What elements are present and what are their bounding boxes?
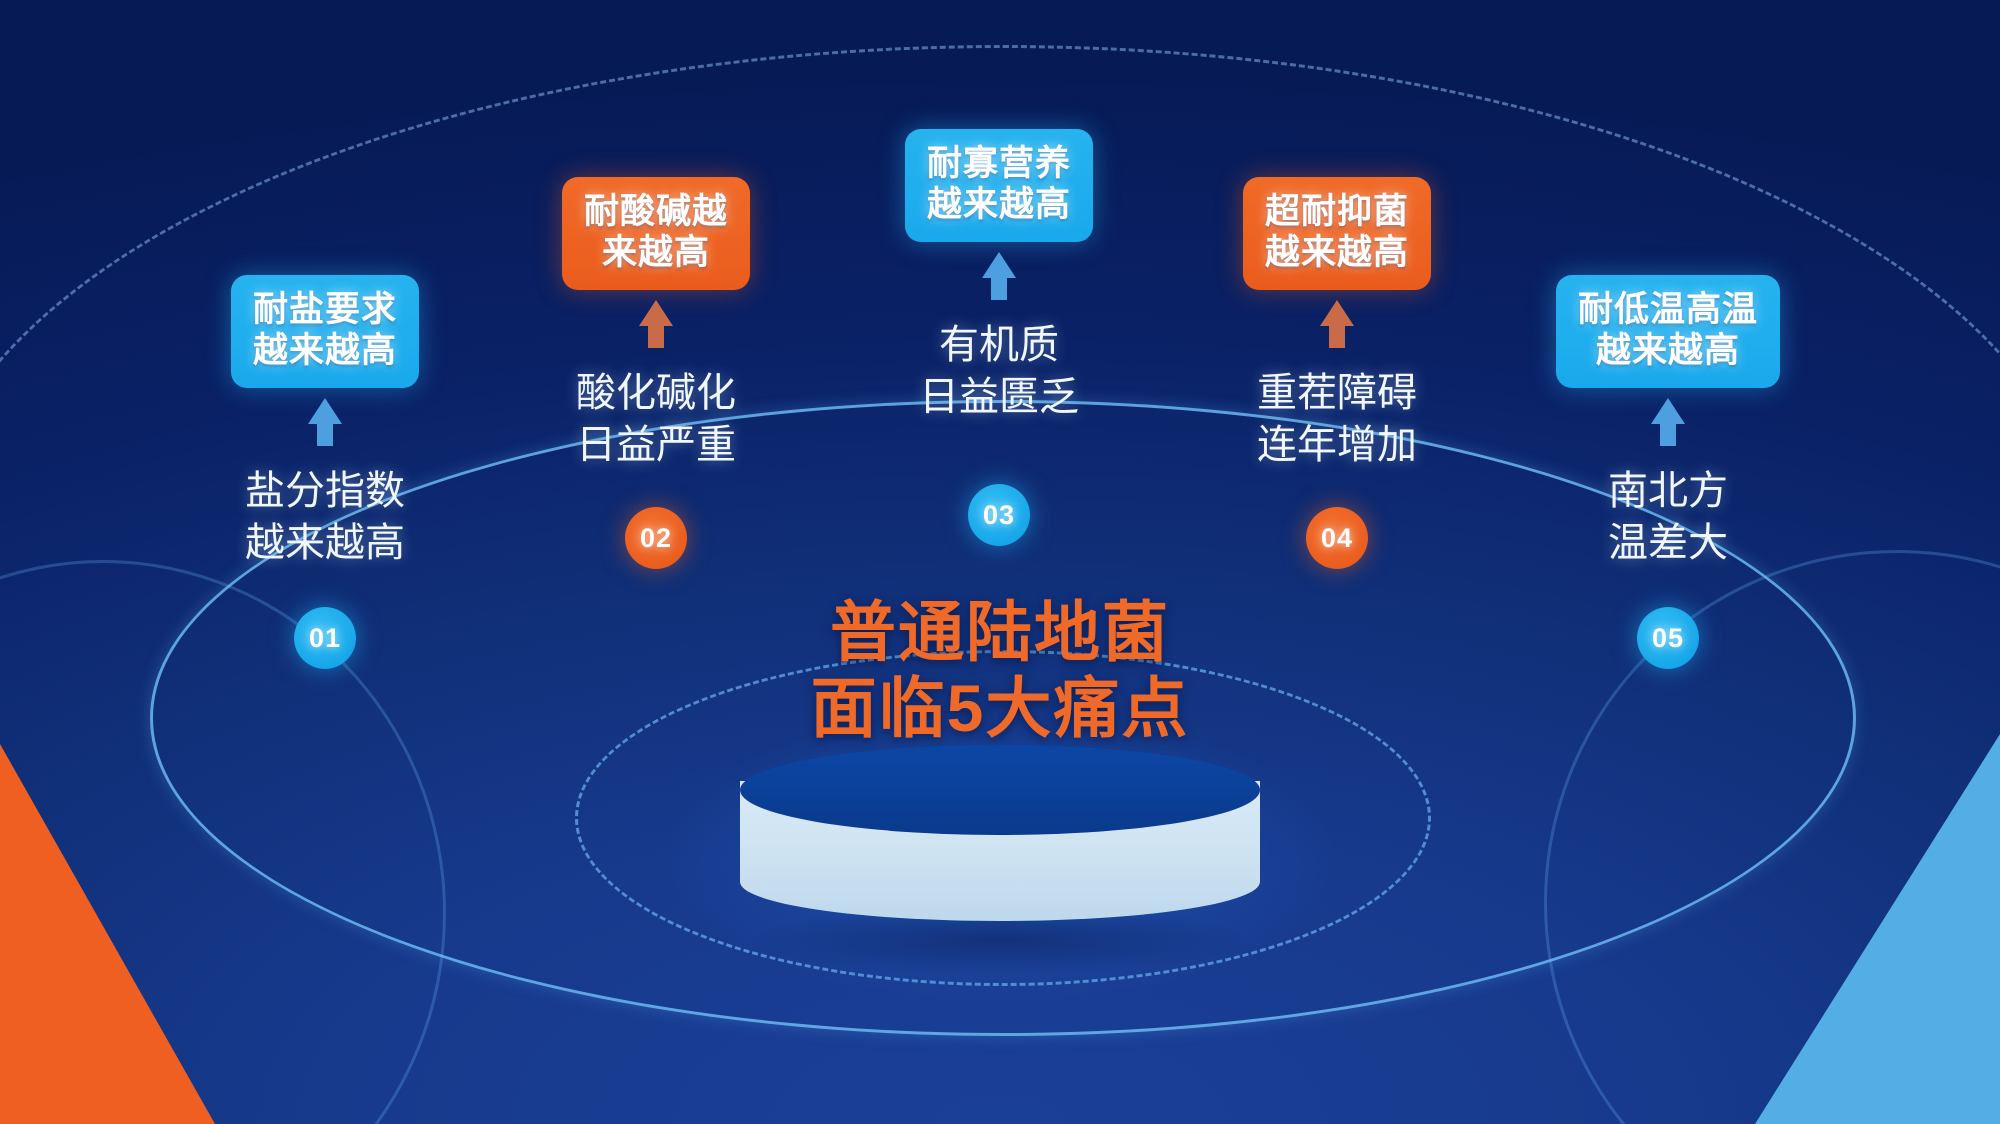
pain-point-02-caption: 酸化碱化 日益严重 (576, 367, 736, 471)
corner-wedge-right (1755, 734, 2000, 1124)
pain-point-05-caption-line-2: 温差大 (1608, 521, 1728, 565)
pain-point-04-badge-line-2: 越来越高 (1264, 233, 1410, 273)
pain-point-03-badge-line-2: 越来越高 (926, 185, 1072, 225)
pain-point-02-badge[interactable]: 耐酸碱越 来越高 (561, 177, 751, 290)
pain-point-02-number-badge[interactable]: 02 (625, 507, 687, 569)
pain-point-01-badge-line-2: 越来越高 (252, 331, 398, 371)
pain-point-02-arrow-up-icon (639, 300, 673, 348)
pain-point-05-number-badge[interactable]: 05 (1637, 607, 1699, 669)
pain-point-03-badge-line-1: 耐寡营养 (926, 144, 1072, 183)
pain-point-02-number: 02 (639, 522, 673, 553)
pain-point-03-number-badge[interactable]: 03 (968, 484, 1030, 546)
pain-point-05-caption-line-1: 南北方 (1608, 469, 1728, 513)
pain-point-03-caption: 有机质 日益匮乏 (919, 319, 1079, 423)
center-title-line-2: 面临5大痛点 (810, 670, 1190, 745)
pain-point-01-caption-line-1: 盐分指数 (245, 469, 405, 513)
pain-point-05-badge[interactable]: 耐低温高温 越来越高 (1555, 275, 1781, 388)
pain-point-01-number-badge[interactable]: 01 (294, 607, 356, 669)
podium-cylinder-top (740, 745, 1260, 835)
pain-point-03-caption-line-1: 有机质 (939, 323, 1059, 367)
pain-point-01-arrow-up-icon (308, 398, 342, 446)
pain-point-05-badge-line-1: 耐低温高温 (1577, 290, 1759, 329)
pain-point-03-arrow-up-icon (982, 252, 1016, 300)
pain-point-05-arrow-up-icon (1651, 398, 1685, 446)
pain-point-04-badge-line-1: 超耐抑菌 (1264, 192, 1410, 231)
page-title: 普通陆地菌 面临5大痛点 (811, 595, 1190, 747)
pain-point-01-badge-line-1: 耐盐要求 (252, 290, 398, 329)
pain-point-04-caption: 重茬障碍 连年增加 (1257, 367, 1417, 471)
podium-platform (660, 705, 1340, 1005)
pain-point-01-caption: 盐分指数 越来越高 (245, 465, 405, 569)
pain-point-04-badge[interactable]: 超耐抑菌 越来越高 (1242, 177, 1432, 290)
pain-point-04-number-badge[interactable]: 04 (1306, 507, 1368, 569)
pain-point-03-badge[interactable]: 耐寡营养 越来越高 (904, 129, 1094, 242)
pain-point-04-number: 04 (1320, 522, 1354, 553)
pain-point-03-number: 03 (982, 499, 1016, 530)
pain-point-02-caption-line-2: 日益严重 (576, 423, 736, 467)
pain-point-04-caption-line-2: 连年增加 (1257, 423, 1417, 467)
center-title-line-1: 普通陆地菌 (830, 595, 1170, 669)
pain-point-03-caption-line-2: 日益匮乏 (919, 375, 1079, 419)
pain-point-05-badge-line-2: 越来越高 (1595, 331, 1741, 371)
pain-point-05-caption: 南北方 温差大 (1608, 465, 1728, 569)
pain-point-04-caption-line-1: 重茬障碍 (1257, 371, 1417, 415)
pain-point-01-caption-line-2: 越来越高 (245, 521, 405, 565)
pain-point-02-caption-line-1: 酸化碱化 (576, 371, 736, 415)
corner-wedge-left (0, 744, 215, 1124)
pain-point-05-number: 05 (1651, 622, 1685, 653)
pain-point-04-arrow-up-icon (1320, 300, 1354, 348)
pain-point-01-number: 01 (308, 622, 342, 653)
pain-point-02-badge-line-2: 来越高 (601, 233, 711, 273)
pain-point-01-badge[interactable]: 耐盐要求 越来越高 (230, 275, 420, 388)
pain-point-02-badge-line-1: 耐酸碱越 (583, 192, 729, 231)
